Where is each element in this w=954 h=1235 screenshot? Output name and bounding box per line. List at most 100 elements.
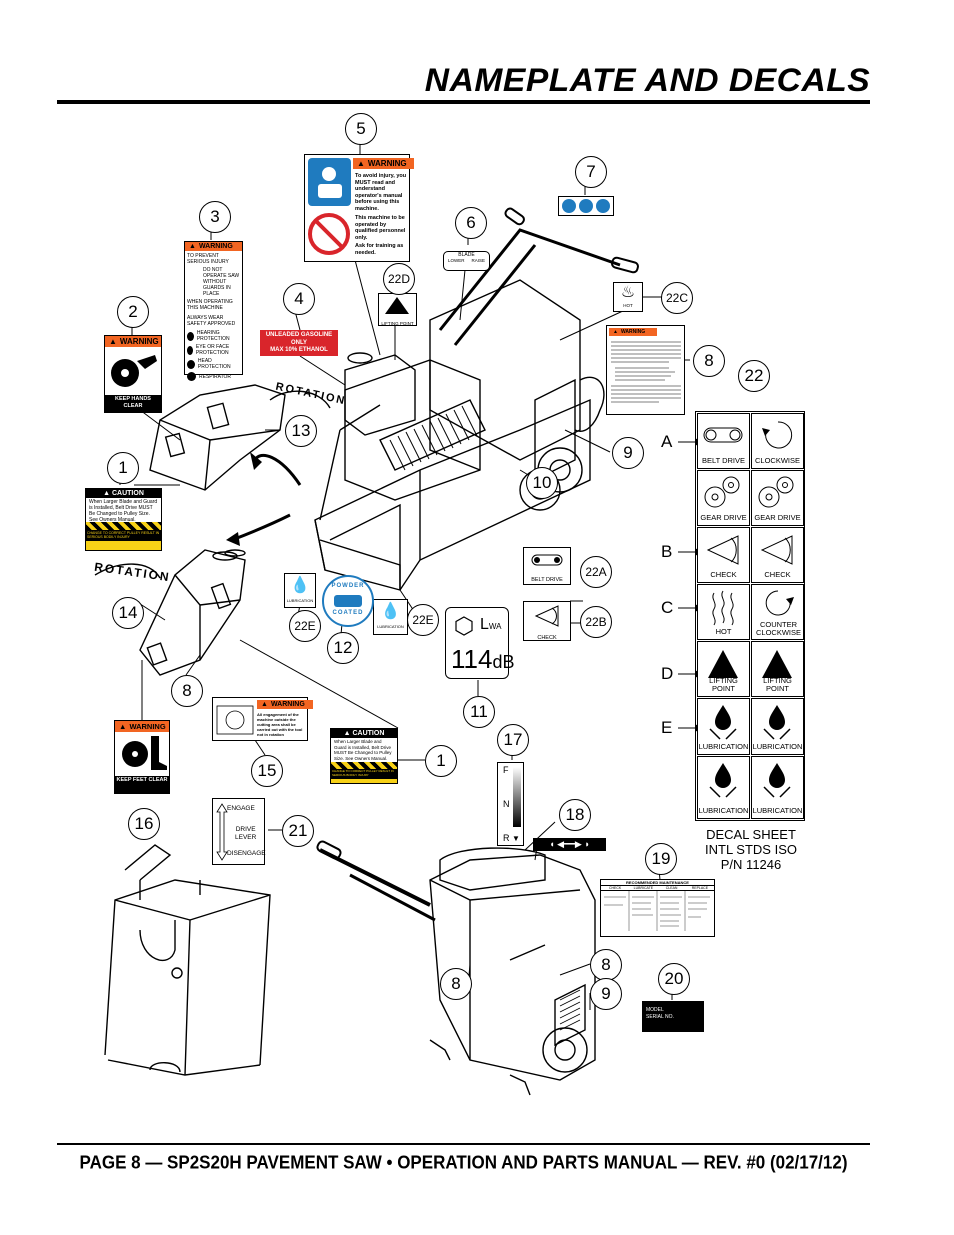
decal-8-text-lines	[611, 341, 681, 403]
decal-7-ppe	[558, 196, 614, 216]
decal-sheet-caption-2: INTL STDS ISO	[705, 842, 797, 857]
callout-22a: 22A	[580, 556, 612, 588]
callout-13: 13	[285, 415, 317, 447]
decal-1-stripe-text: CHANGE TO CORRECT PULLEY RESULT IN SERIO…	[331, 769, 397, 779]
decal-18-speed: ◖ ◀━━▶ ◗	[533, 838, 606, 851]
lifting-point-icon	[385, 297, 409, 314]
callout-8-left: 8	[171, 675, 203, 707]
decal-1-caution-upper: ▲ CAUTION When Larger Blade and Guard is…	[85, 488, 162, 551]
lifting-point-icon	[708, 650, 738, 678]
callout-7: 7	[575, 156, 607, 188]
gear-drive-icon	[704, 476, 740, 508]
sheet-cell-lubrication-3: LUBRICATION	[697, 756, 750, 819]
decal-22b-check: CHECK	[523, 601, 571, 641]
decal-22a-label: BELT DRIVE	[531, 577, 563, 583]
decal-1-stripe-text: CHANGE TO CORRECT PULLEY RESULT IN SERIO…	[86, 530, 161, 541]
belt-drive-icon	[703, 427, 743, 443]
hand-blade-icon	[111, 355, 157, 387]
decal-22e-lubrication-right: 💧 LUBRICATION	[373, 599, 408, 635]
sheet-cell-label: HOT	[715, 627, 732, 636]
sheet-cell-check-2: CHECK	[751, 527, 804, 583]
sheet-cell-lubrication: LUBRICATION	[697, 698, 750, 755]
head-protection-icon	[596, 199, 610, 213]
warning-header-text: WARNING	[119, 337, 159, 346]
lubrication-icon: 💧	[290, 577, 310, 594]
lubrication-icon	[763, 763, 791, 798]
warning-header-text: WARNING	[270, 701, 305, 708]
callout-1-lower: 1	[425, 745, 457, 777]
warning-header-text: WARNING	[129, 722, 166, 731]
read-manual-icon	[308, 158, 351, 206]
sheet-cell-gear-drive: GEAR DRIVE	[697, 470, 750, 526]
decal-3-multi-warning: ▲WARNING TO PREVENT SERIOUS INJURY DO NO…	[184, 241, 243, 381]
warning-header: ▲WARNING	[185, 242, 242, 251]
decal-19-col: CHECK	[608, 886, 622, 890]
warning-header-text: WARNING	[620, 329, 646, 335]
callout-6: 6	[455, 207, 487, 239]
decal-21-engage: ENGAGE	[227, 805, 255, 812]
caution-header: ▲ CAUTION	[331, 729, 397, 738]
eye-protection-icon	[579, 199, 593, 213]
callout-12: 12	[327, 632, 359, 664]
decal-sheet-caption-3: P/N 11246	[720, 857, 782, 872]
decal-11-unit: dB	[492, 652, 515, 672]
sheet-cell-lifting-point-2: LIFTING POINT	[751, 641, 804, 697]
hearing-icon	[187, 331, 194, 341]
sheet-cell-label: LUBRICATION	[752, 742, 803, 751]
callout-9-upper: 9	[612, 437, 644, 469]
decal-4-unleaded: UNLEADED GASOLINE ONLY MAX 10% ETHANOL	[260, 330, 338, 356]
decal-sheet-caption: DECAL SHEET INTL STDS ISO P/N 11246	[690, 827, 812, 872]
decal-22c-hot: ♨ HOT	[613, 282, 643, 312]
decal-17-forward: F	[503, 765, 509, 775]
decal-4-line1: UNLEADED GASOLINE	[265, 332, 333, 338]
decal-12-top: POWDER	[331, 583, 365, 589]
caution-stripes	[331, 762, 397, 769]
reverse-arrow-icon: ▼	[512, 834, 520, 843]
lubrication-icon: 💧	[380, 603, 401, 620]
sheet-cell-lubrication-4: LUBRICATION	[751, 756, 804, 819]
decal-17-reverse-row: R ▼	[503, 833, 520, 843]
callout-22d: 22D	[383, 263, 415, 295]
decal-21-disengage: DISENGAGE	[227, 850, 266, 857]
decal-19-table-lines	[604, 891, 710, 931]
decal-12-powder-coated: POWDER COATED	[322, 575, 374, 627]
decal-19-header-row: CHECK LUBRICATE CLEAN REPLACE	[601, 886, 714, 891]
decal-15-text: All engagement of the machine outside th…	[257, 712, 303, 737]
clockwise-icon	[762, 421, 793, 449]
warning-header-text: WARNING	[198, 243, 233, 250]
callout-5: 5	[345, 113, 377, 145]
speed-wedge-icon: ◀━━▶	[557, 839, 582, 849]
warning-triangle-icon: ▲	[189, 243, 196, 250]
decal-22d-lifting: LIFTING POINT	[378, 293, 417, 326]
sheet-cell-gear-drive-2: GEAR DRIVE	[751, 470, 804, 526]
decal-20-model: MODEL	[646, 1007, 664, 1013]
decal-17-fnr: F N R ▼	[497, 762, 524, 846]
lubrication-icon	[763, 705, 791, 740]
page-footer: PAGE 8 — SP2S20H PAVEMENT SAW • OPERATIO…	[79, 1152, 848, 1173]
decal-3-line4: ALWAYS WEAR SAFETY APPROVED	[187, 315, 236, 327]
callout-18: 18	[559, 799, 591, 831]
counter-clockwise-icon	[765, 590, 794, 616]
row-letter-d: D	[661, 664, 674, 683]
callout-3: 3	[199, 201, 231, 233]
saw-operation-icon	[216, 705, 254, 735]
decal-3-line3: WHEN OPERATING THIS MACHINE	[187, 299, 233, 311]
powder-coat-icon	[334, 595, 362, 607]
callout-2: 2	[117, 296, 149, 328]
caution-stripes	[86, 522, 161, 530]
callout-20: 20	[658, 963, 690, 995]
callout-11: 11	[463, 696, 495, 728]
sheet-cell-label: LUBRICATION	[752, 806, 803, 815]
callout-10: 10	[526, 467, 558, 499]
decal-19-col: REPLACE	[691, 886, 709, 890]
sheet-cell-hot: HOT	[697, 584, 750, 640]
sheet-cell-label: COUNTER CLOCKWISE	[755, 620, 801, 637]
warning-triangle-icon: ▲	[109, 337, 117, 346]
decal-6-lower: LOWER	[448, 258, 465, 263]
caution-header: ▲ CAUTION	[86, 489, 161, 498]
decal-sheet-caption-1: DECAL SHEET	[706, 827, 796, 842]
decal-3-item: HEAD PROTECTION	[185, 357, 242, 371]
caution-header-text: CAUTION	[111, 490, 144, 497]
callout-8-upper: 8	[693, 345, 725, 377]
